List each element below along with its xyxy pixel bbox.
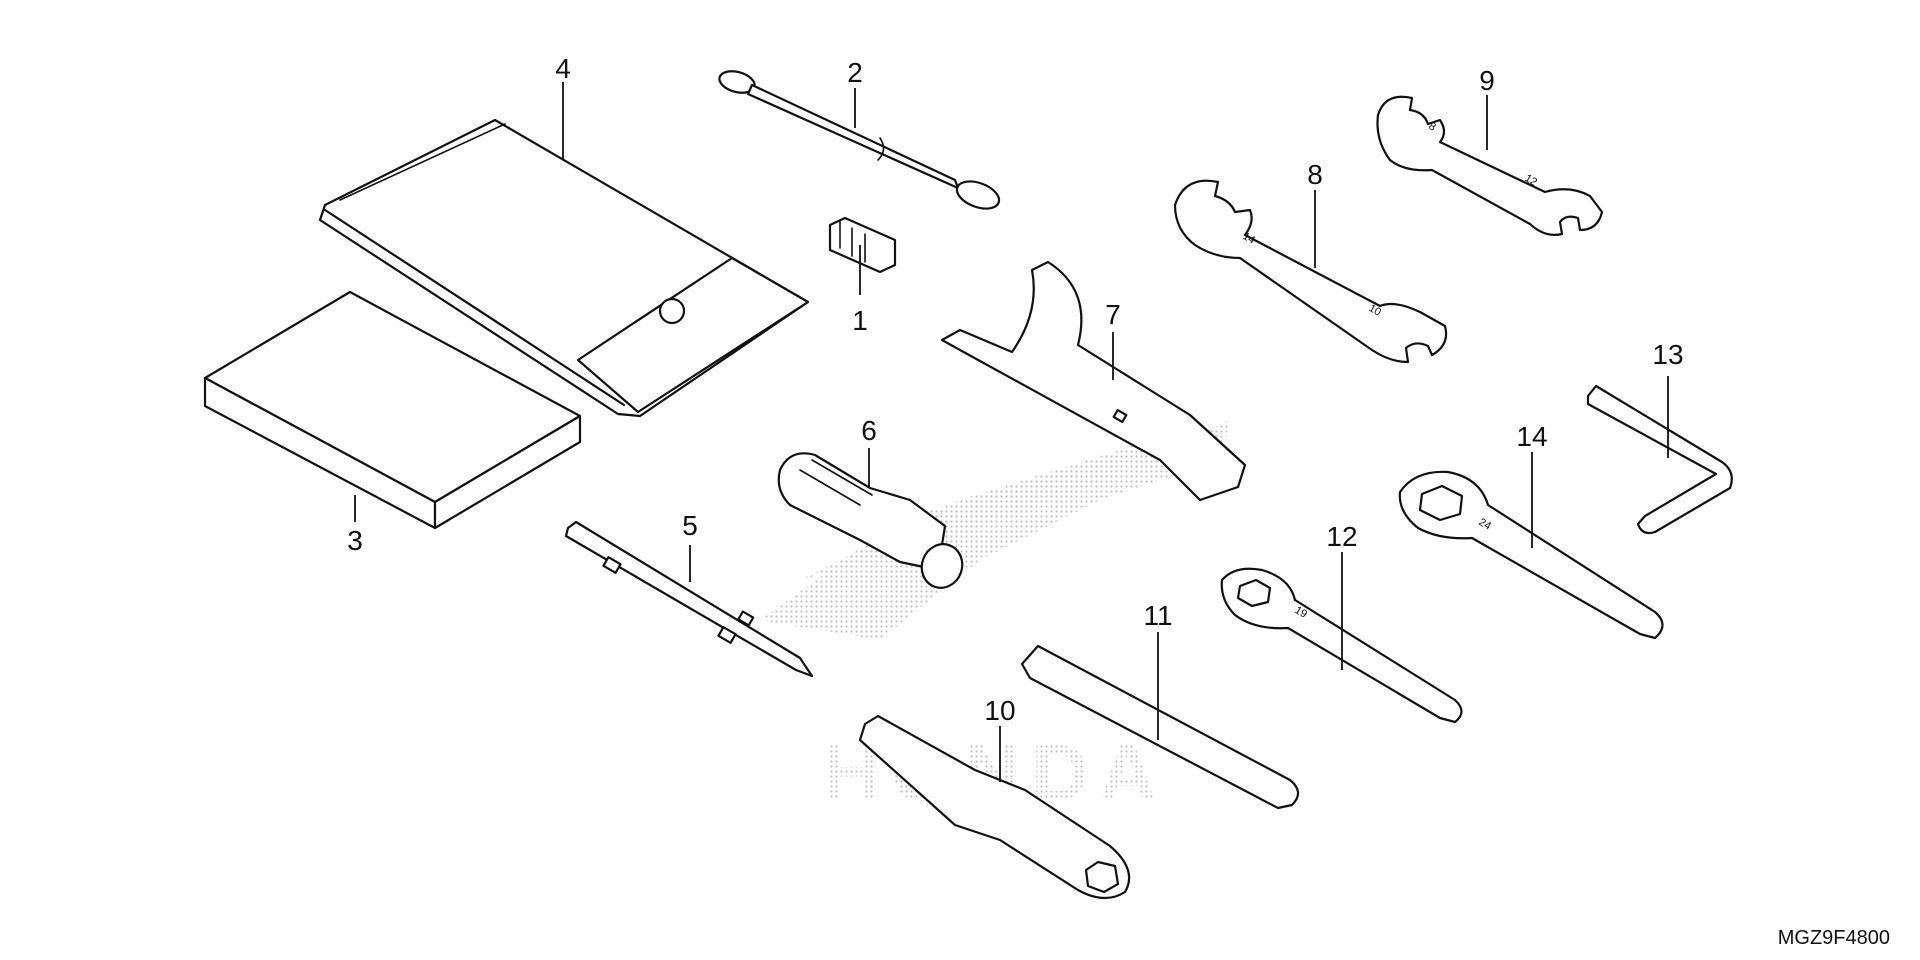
callout-10: 10 — [984, 695, 1015, 726]
hex-wrench-drawing — [1586, 384, 1733, 535]
screwdriver-handle-drawing — [777, 452, 964, 589]
stamp-12: 12 — [1523, 172, 1540, 189]
wrench-10x14-drawing: 14 10 — [1173, 179, 1448, 364]
bag-clip-drawing — [828, 216, 897, 274]
callout-2: 2 — [847, 57, 863, 88]
stamp-24: 24 — [1477, 516, 1494, 533]
callout-12: 12 — [1326, 521, 1357, 552]
ring-wrench-24-drawing: 24 — [1398, 470, 1664, 640]
stamp-10: 10 — [1367, 302, 1384, 319]
tool-bag-drawing — [318, 118, 810, 418]
callout-4: 4 — [555, 53, 571, 84]
leader-lines — [354, 82, 1669, 782]
extension-bar-drawing — [718, 70, 1001, 210]
callout-11: 11 — [1143, 600, 1172, 631]
callout-13: 13 — [1652, 339, 1683, 370]
callout-8: 8 — [1307, 159, 1323, 190]
owners-manual-drawing — [203, 290, 582, 530]
callout-3: 3 — [347, 525, 363, 556]
callout-numbers: 1 2 3 4 5 6 7 8 9 10 11 12 13 14 — [347, 53, 1683, 726]
wrench-8x12-drawing: 8 12 — [1376, 95, 1604, 236]
stamp-8: 8 — [1427, 120, 1438, 133]
flat-bar-drawing — [1020, 644, 1300, 810]
callout-9: 9 — [1479, 65, 1495, 96]
callout-14: 14 — [1516, 421, 1547, 452]
callout-5: 5 — [682, 510, 698, 541]
watermark-wing — [760, 420, 1230, 640]
screwdriver-shaft-drawing — [564, 520, 814, 678]
callout-1: 1 — [852, 305, 868, 336]
stamp-19: 19 — [1293, 604, 1310, 621]
callout-6: 6 — [861, 415, 877, 446]
stamp-14: 14 — [1241, 230, 1258, 247]
drawing-code: MGZ9F4800 — [1777, 927, 1890, 949]
pin-spanner-drawing — [940, 260, 1247, 502]
plug-wrench-drawing — [858, 714, 1131, 900]
callout-7: 7 — [1105, 299, 1121, 330]
